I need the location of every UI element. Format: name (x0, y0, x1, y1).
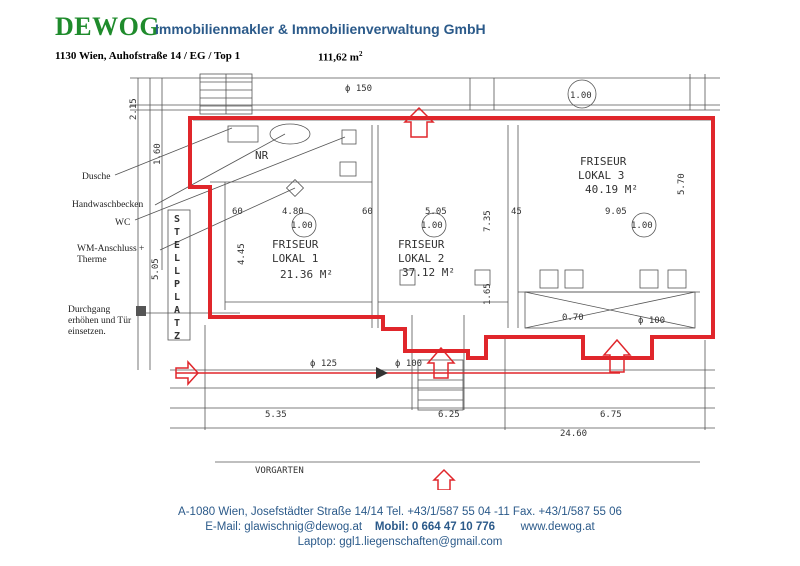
lokal1-area: 21.36 M² (280, 268, 333, 281)
legend-handwaschbecken: Handwaschbecken (72, 200, 144, 210)
legend-durchgang-line1: Durchgang (68, 305, 111, 315)
dim-phi100-entrance: ϕ 100 (395, 359, 422, 369)
footer-mobil: Mobil: 0 664 47 10 776 (374, 521, 496, 533)
dim-100-lokal3: 1.00 (631, 221, 653, 231)
dim-535: 5.35 (265, 410, 287, 420)
svg-text:P: P (174, 279, 180, 290)
dim-505: 5.05 (425, 207, 447, 217)
floor-plan: NR FRISEUR LOKAL 3 40.19 M² FRISEUR LOKA… (114, 73, 720, 490)
footer-address-line: A-1080 Wien, Josefstädter Straße 14/14 T… (178, 506, 622, 518)
svg-text:L: L (174, 266, 180, 277)
lokal1-name: FRISEUR (272, 238, 319, 251)
dim-phi125: ϕ 125 (310, 359, 337, 369)
legend-wc: WC (115, 218, 131, 228)
svg-text:A: A (174, 305, 180, 316)
lokal3-sub: LOKAL 3 (578, 169, 624, 182)
lokal2-area: 37.12 M² (402, 266, 455, 279)
legend-wm-anschluss: WM-Anschluss + Therme (77, 244, 144, 266)
room-nr-label: NR (255, 149, 269, 162)
property-address: 1130 Wien, Auhofstraße 14 / EG / Top 1 (55, 50, 241, 62)
arrow-up-top (403, 106, 435, 138)
lokal3-area: 40.19 M² (585, 183, 638, 196)
dim-165: 1.65 (483, 283, 493, 305)
dim-160: 1.60 (153, 143, 163, 165)
dim-215: 2.15 (129, 98, 139, 120)
arrow-up-right (602, 338, 632, 373)
svg-text:L: L (174, 253, 180, 264)
dim-505-vertical: 5.05 (151, 258, 161, 280)
dim-625: 6.25 (438, 410, 460, 420)
svg-text:S: S (174, 214, 180, 225)
legend-dusche: Dusche (82, 172, 111, 182)
arrow-right-left (175, 360, 200, 386)
stellplatz-label: S T E L L P L A T Z (174, 214, 180, 342)
dim-100-lokal1: 1.00 (291, 221, 313, 231)
property-area: 111,62 m2 (318, 50, 362, 64)
legend-durchgang-line2: erhöhen und Tür (68, 316, 132, 326)
dim-60-b: 60 (362, 207, 373, 217)
dim-735: 7.35 (483, 210, 493, 232)
brand-logo: DEWOG (55, 12, 161, 41)
property-outline (188, 116, 715, 360)
footer-email[interactable]: E-Mail: glawischnig@dewog.at (205, 521, 363, 533)
lokal3-name: FRISEUR (580, 155, 627, 168)
dim-570: 5.70 (677, 173, 687, 195)
dim-480: 4.80 (282, 207, 304, 217)
dim-45: 45 (511, 207, 522, 217)
legend-durchgang-line3: einsetzen. (68, 327, 106, 337)
svg-text:L: L (174, 292, 180, 303)
svg-text:T: T (174, 227, 180, 238)
lokal1-sub: LOKAL 1 (272, 252, 318, 265)
svg-text:T: T (174, 318, 180, 329)
dim-100-top: 1.00 (570, 91, 592, 101)
dim-070: 0.70 (562, 313, 584, 323)
dim-phi150: ϕ 150 (345, 84, 372, 94)
arrow-up-entrance (426, 346, 456, 379)
footer-website[interactable]: www.dewog.at (520, 521, 595, 533)
vorgarten-label: VORGARTEN (255, 466, 304, 476)
area-value: 111,62 m (318, 51, 359, 64)
lokal2-sub: LOKAL 2 (398, 252, 444, 265)
dim-phi100-right: ϕ 100 (638, 316, 665, 326)
dim-675: 6.75 (600, 410, 622, 420)
dim-2460: 24.60 (560, 429, 587, 439)
legend-wm-line1: WM-Anschluss + (77, 244, 145, 254)
area-unit-sup: 2 (358, 50, 363, 58)
dim-445: 4.45 (237, 243, 247, 265)
arrow-up-vorgarten (432, 468, 456, 490)
footer-contact-line: E-Mail: glawischnig@dewog.at Mobil: 0 66… (0, 521, 800, 533)
dim-60-a: 60 (232, 207, 243, 217)
footer-laptop: Laptop: ggl1.liegenschaften@gmail.com (297, 536, 503, 548)
svg-text:Z: Z (174, 331, 180, 342)
lokal2-name: FRISEUR (398, 238, 445, 251)
company-name: Immobilienmakler & Immobilienverwaltung … (155, 21, 486, 37)
dim-905: 9.05 (605, 207, 627, 217)
legend-wm-line2: Therme (77, 255, 107, 265)
svg-text:E: E (174, 240, 180, 251)
legend-durchgang: Durchgang erhöhen und Tür einsetzen. (68, 305, 131, 338)
dim-100-lokal2: 1.00 (421, 221, 443, 231)
